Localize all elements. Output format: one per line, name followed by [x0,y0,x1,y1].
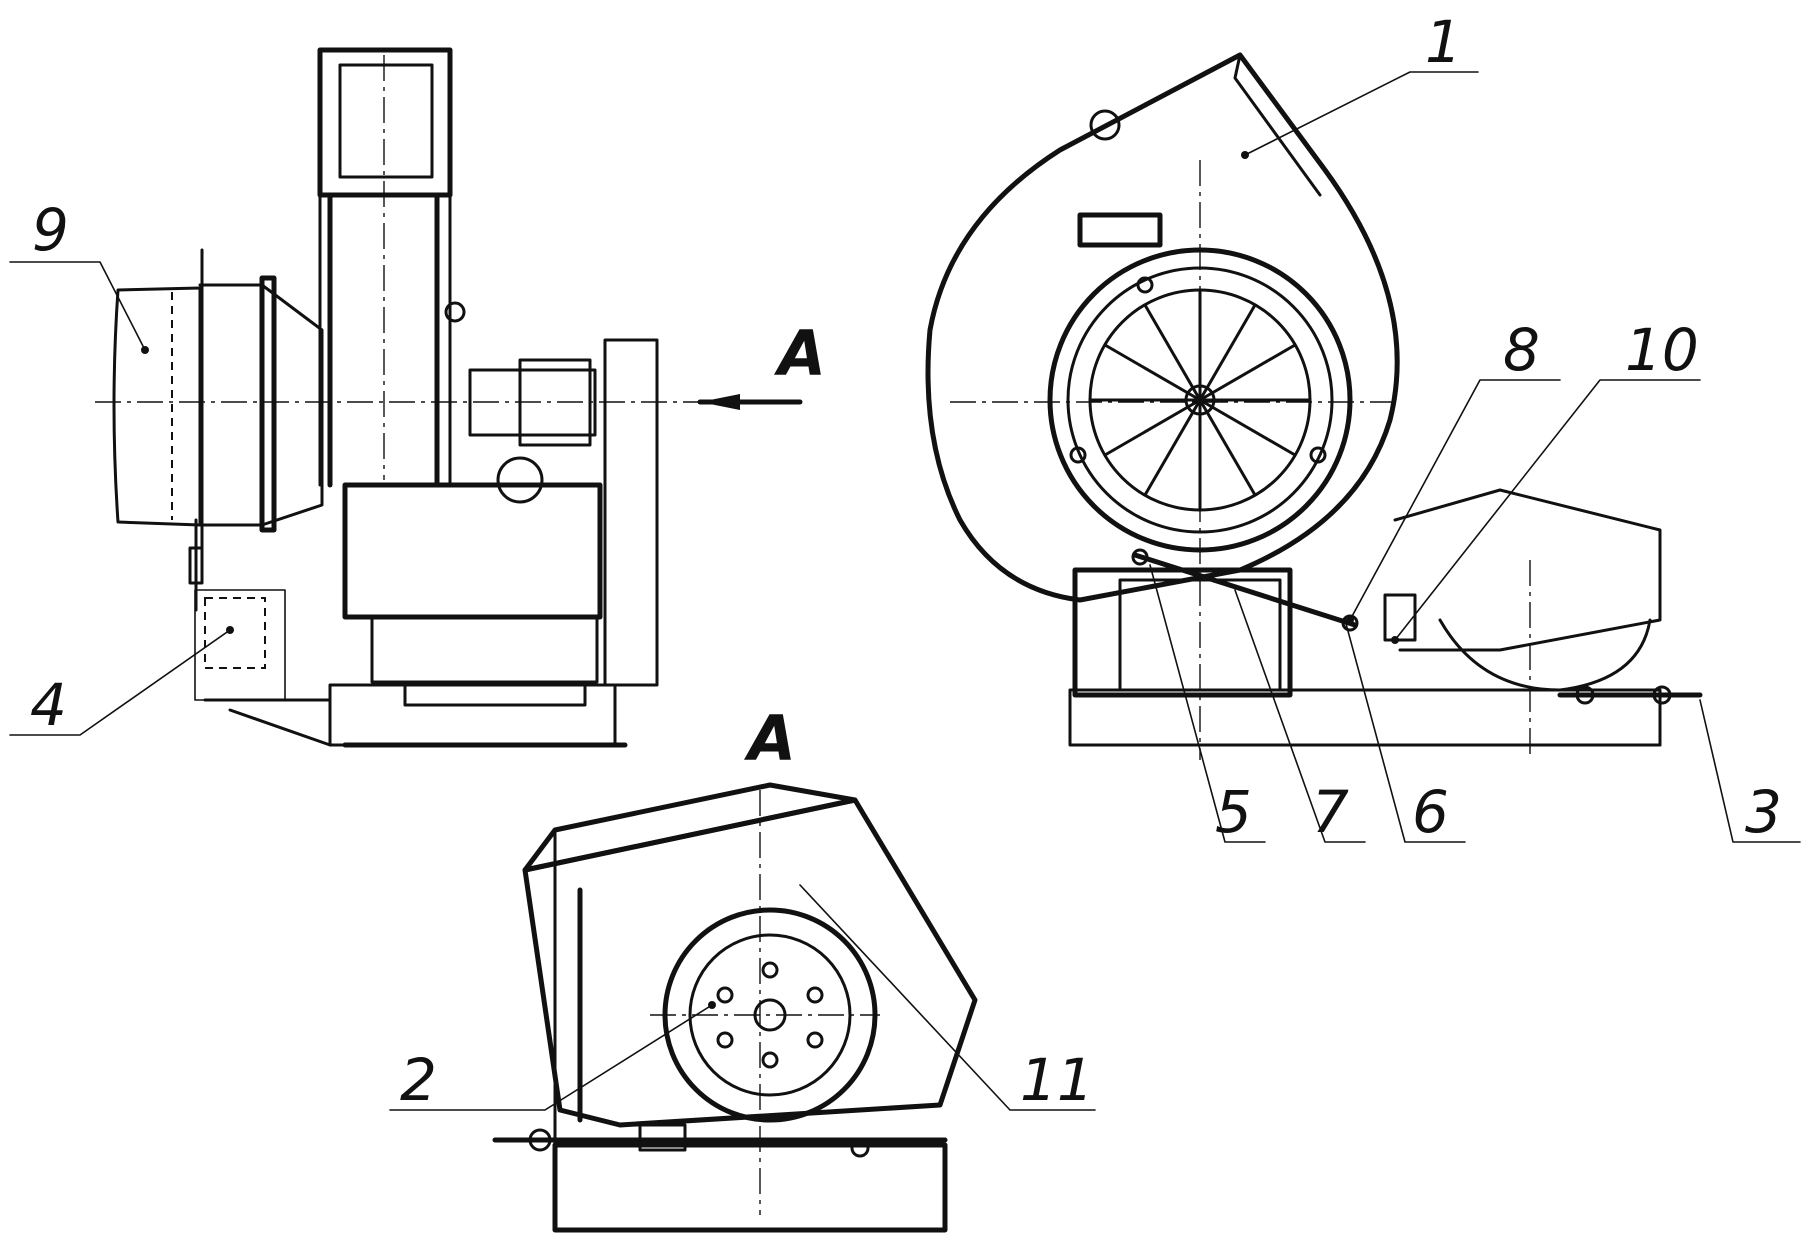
callout-9: 9 [32,196,69,264]
impeller-spokes [1088,288,1312,512]
front-view [925,52,1703,760]
side-view [95,47,803,748]
leader-lines [9,71,1801,1111]
view-a [492,782,978,1233]
callout-8: 8 [1503,316,1540,384]
callout-labels: 1 2 3 4 5 6 7 8 9 10 11 A A [30,8,1782,1114]
callout-11: 11 [1020,1046,1094,1114]
view-marker-a: A [773,317,826,390]
callout-7: 7 [1312,778,1349,846]
callout-3: 3 [1745,778,1782,846]
callout-2: 2 [400,1046,437,1114]
callout-4: 4 [30,671,67,739]
callout-5: 5 [1215,778,1252,846]
callout-1: 1 [1425,8,1462,76]
callout-6: 6 [1412,778,1449,846]
callout-10: 10 [1625,316,1699,384]
section-title-a: A [743,702,796,775]
